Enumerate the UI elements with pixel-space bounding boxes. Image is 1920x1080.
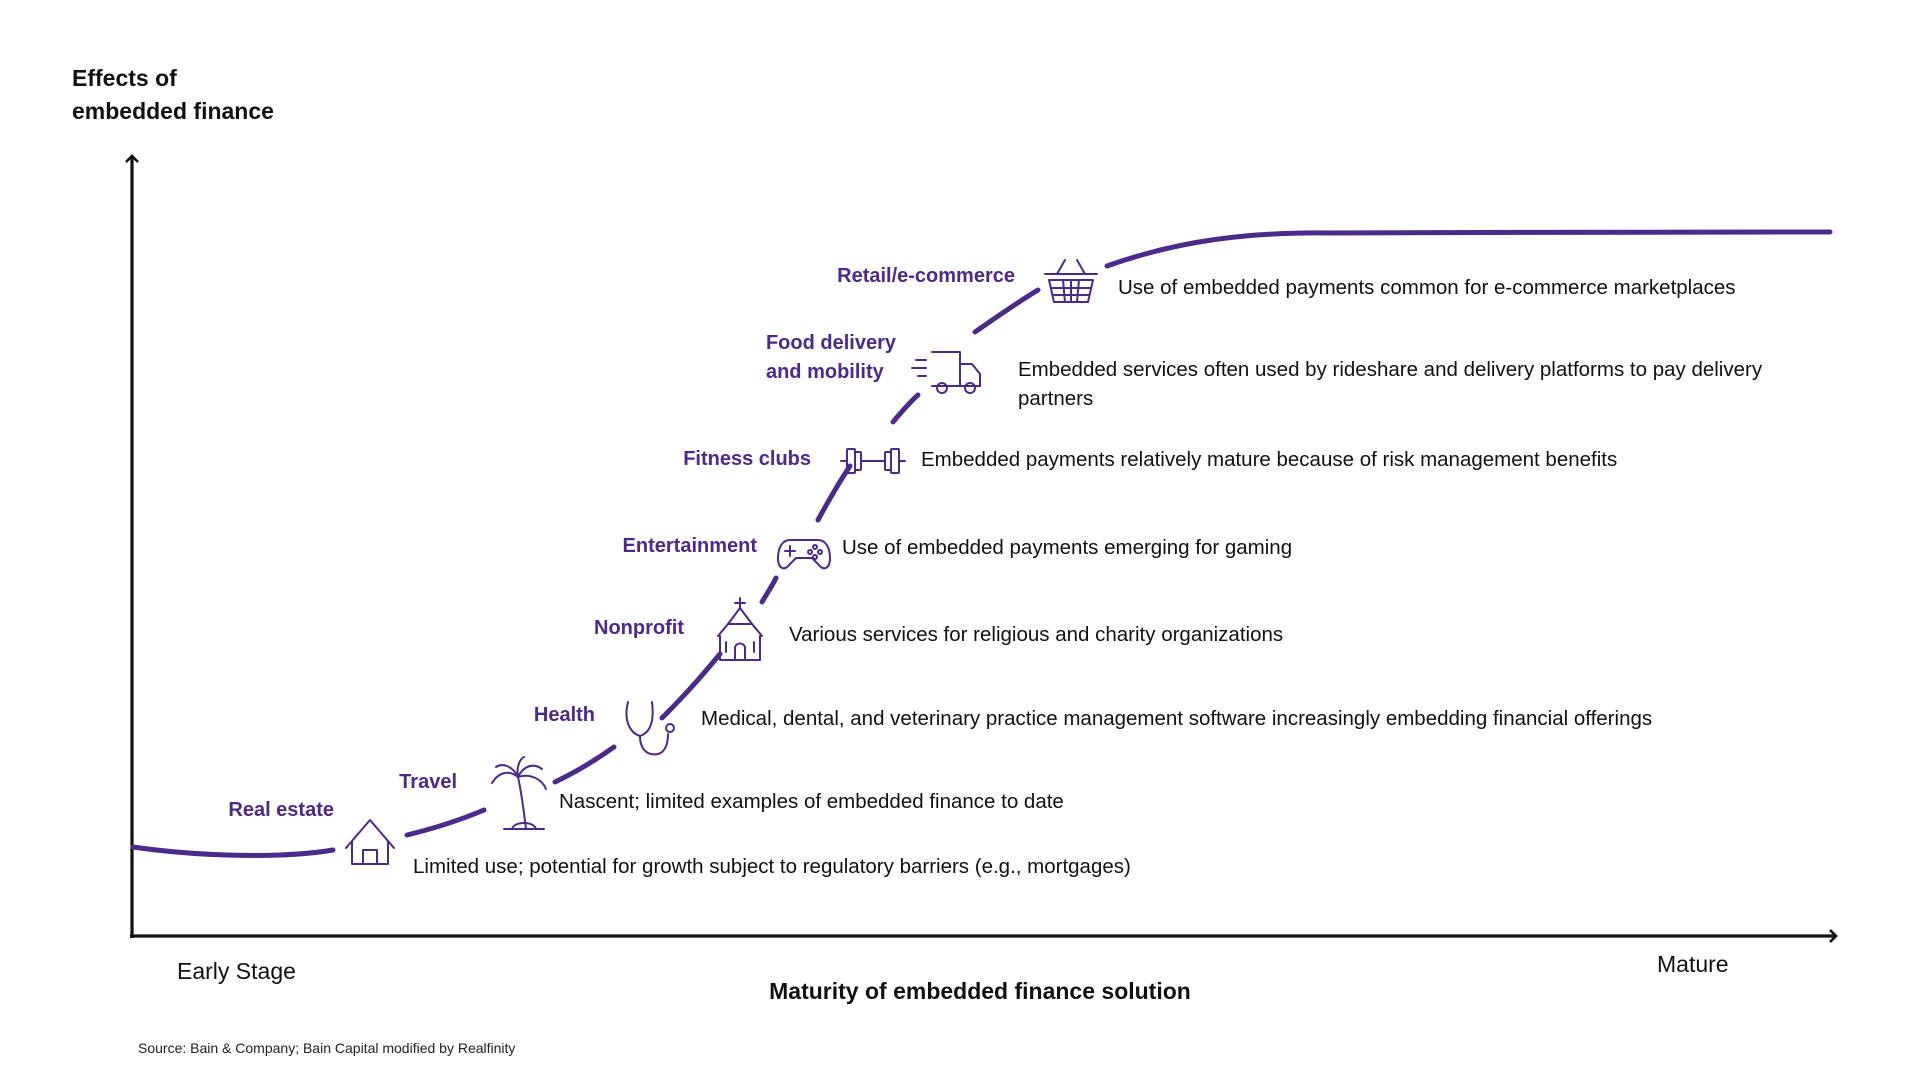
church-icon bbox=[717, 597, 763, 661]
segment-label-health: Health bbox=[533, 704, 595, 726]
segment-label-retail: Retail/e-commerce bbox=[837, 265, 1015, 287]
y-axis-title: Effects of embedded finance bbox=[72, 65, 274, 124]
house-icon bbox=[345, 819, 395, 865]
segment-desc-food-delivery: Embedded services often used by rideshar… bbox=[1018, 358, 1763, 410]
segment-desc-nonprofit: Various services for religious and chari… bbox=[789, 623, 1284, 646]
x-end-label: Mature bbox=[1657, 951, 1729, 977]
segment-desc-health: Medical, dental, and veterinary practice… bbox=[701, 707, 1653, 730]
gamepad-icon bbox=[777, 539, 831, 570]
x-axis-title: Maturity of embedded finance solution bbox=[769, 978, 1191, 1004]
maturity-curve bbox=[130, 229, 1833, 858]
dumbbell-icon bbox=[840, 448, 906, 474]
palm-tree-icon bbox=[491, 756, 547, 830]
segment-desc-entertainment: Use of embedded payments emerging for ga… bbox=[842, 536, 1293, 559]
shopping-basket-icon bbox=[1044, 259, 1098, 303]
stethoscope-icon bbox=[625, 701, 675, 756]
segment-label-entertainment: Entertainment bbox=[622, 535, 757, 557]
segment-desc-real-estate: Limited use; potential for growth subjec… bbox=[413, 855, 1131, 878]
segment-label-nonprofit: Nonprofit bbox=[594, 617, 684, 639]
segment-desc-travel: Nascent; limited examples of embedded fi… bbox=[559, 790, 1064, 813]
segment-label-food-delivery: Food delivery and mobility bbox=[765, 332, 896, 383]
x-start-label: Early Stage bbox=[177, 958, 296, 984]
source-note: Source: Bain & Company; Bain Capital mod… bbox=[138, 1040, 516, 1056]
segment-desc-fitness-clubs: Embedded payments relatively mature beca… bbox=[921, 448, 1618, 471]
segment-label-fitness-clubs: Fitness clubs bbox=[683, 448, 811, 470]
segment-label-travel: Travel bbox=[399, 771, 457, 793]
segment-desc-retail: Use of embedded payments common for e-co… bbox=[1118, 276, 1736, 299]
delivery-truck-icon bbox=[911, 351, 981, 394]
segment-label-real-estate: Real estate bbox=[228, 799, 334, 821]
